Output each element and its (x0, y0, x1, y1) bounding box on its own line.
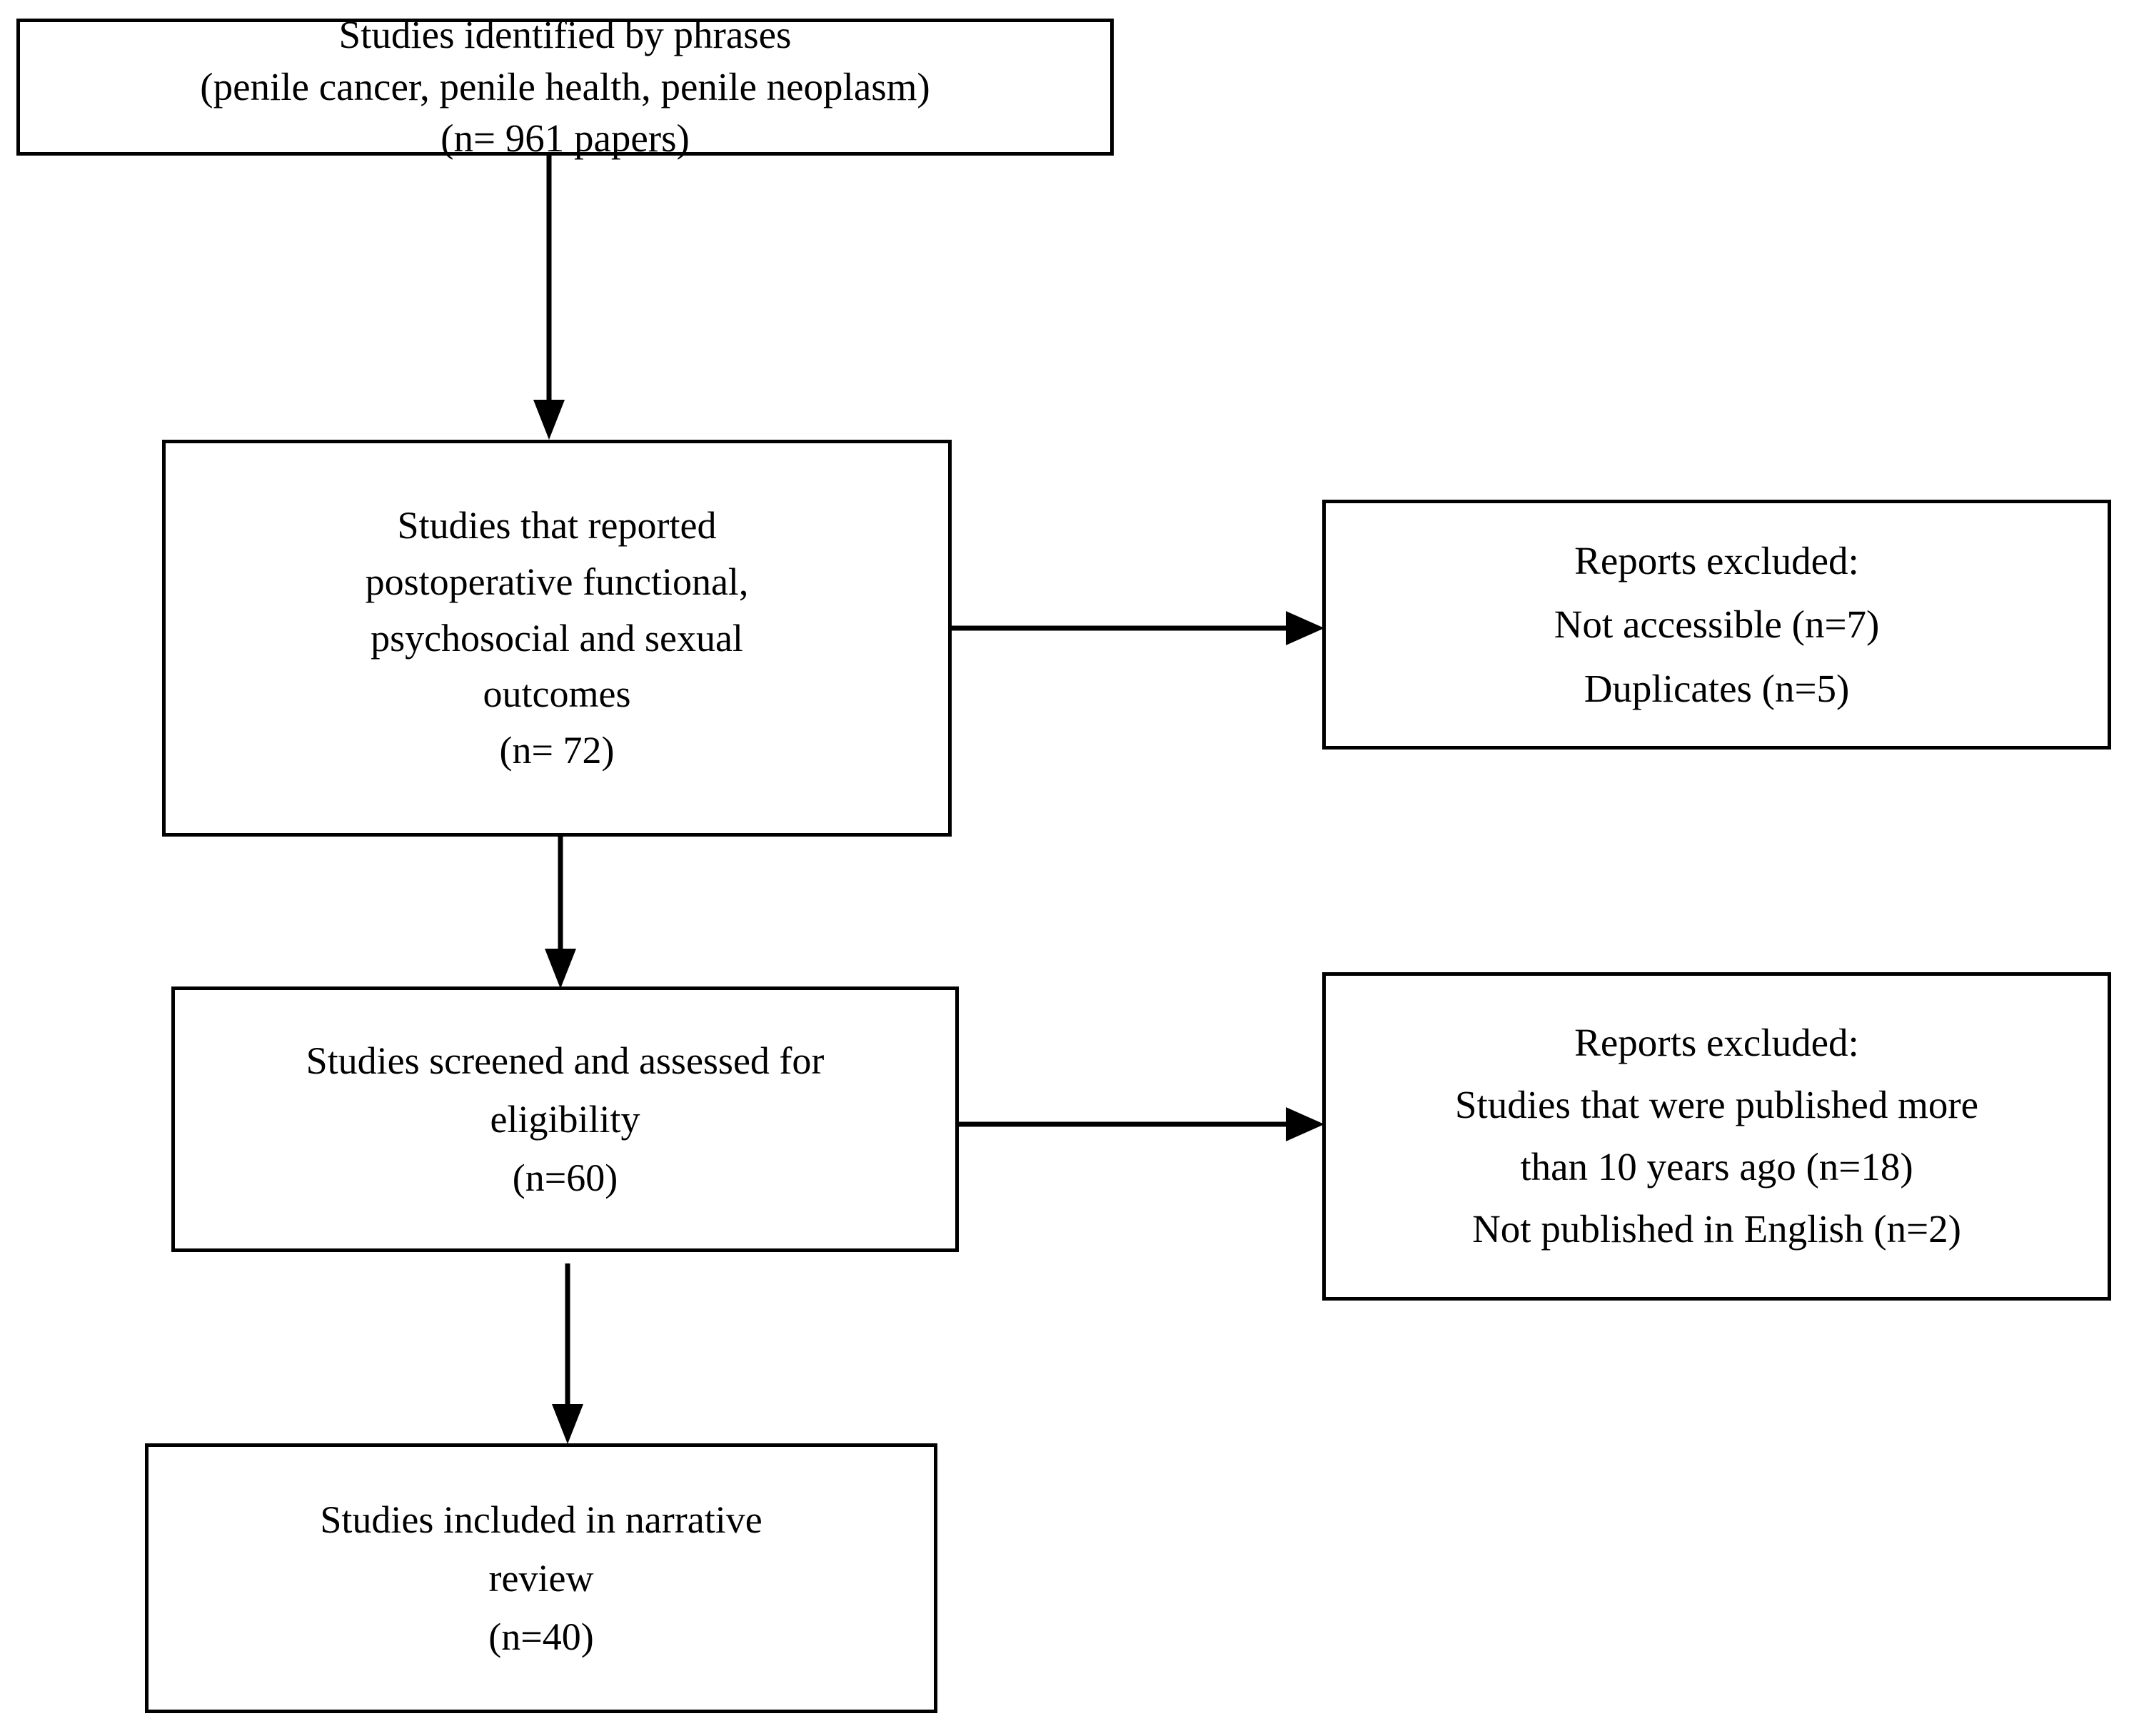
box-studies-identified: Studies identified by phrases (penile ca… (16, 13, 1114, 160)
box-studies-reported-outcomes: Studies that reported postoperative func… (162, 440, 952, 837)
arrow-screened-to-excluded-2 (959, 1106, 1327, 1142)
arrow-identified-to-reported (533, 156, 565, 441)
box-line: Studies screened and assessed for (306, 1039, 825, 1082)
box-line: Reports excluded: (1574, 1021, 1859, 1065)
box-line: Not published in English (n=2) (1472, 1206, 1961, 1251)
arrow-screened-to-included (552, 1263, 583, 1445)
box-reports-excluded-screening: Reports excluded: Not accessible (n=7) D… (1322, 500, 2111, 750)
box-line: Studies included in narrative (320, 1498, 762, 1541)
box-line: Studies identified by phrases (338, 13, 792, 57)
box-line: than 10 years ago (n=18) (1520, 1145, 1913, 1189)
box-line: psychosocial and sexual (371, 616, 743, 660)
box-line: Reports excluded: (1574, 539, 1859, 583)
box-line: eligibility (490, 1097, 640, 1141)
box-line: (n= 72) (499, 729, 615, 772)
arrow-reported-to-screened (545, 837, 576, 990)
box-line: (penile cancer, penile health, penile ne… (200, 64, 930, 108)
box-line: review (488, 1556, 594, 1600)
box-reports-excluded-eligibility: Reports excluded: Studies that were publ… (1322, 972, 2111, 1301)
box-line: (n=60) (512, 1156, 618, 1200)
box-line: postoperative functional, (365, 560, 749, 603)
box-line: (n=40) (488, 1615, 594, 1659)
box-line: Not accessible (n=7) (1554, 602, 1880, 647)
box-line: Studies that were published more (1454, 1083, 1979, 1127)
box-line: Studies that reported (397, 503, 717, 547)
arrow-reported-to-excluded-1 (952, 610, 1327, 646)
box-studies-screened: Studies screened and assessed for eligib… (171, 986, 959, 1252)
box-line: outcomes (483, 672, 631, 716)
box-studies-included: Studies included in narrative review (n=… (145, 1443, 937, 1713)
box-line: Duplicates (n=5) (1584, 666, 1850, 710)
box-line: (n= 961 papers) (441, 116, 690, 161)
